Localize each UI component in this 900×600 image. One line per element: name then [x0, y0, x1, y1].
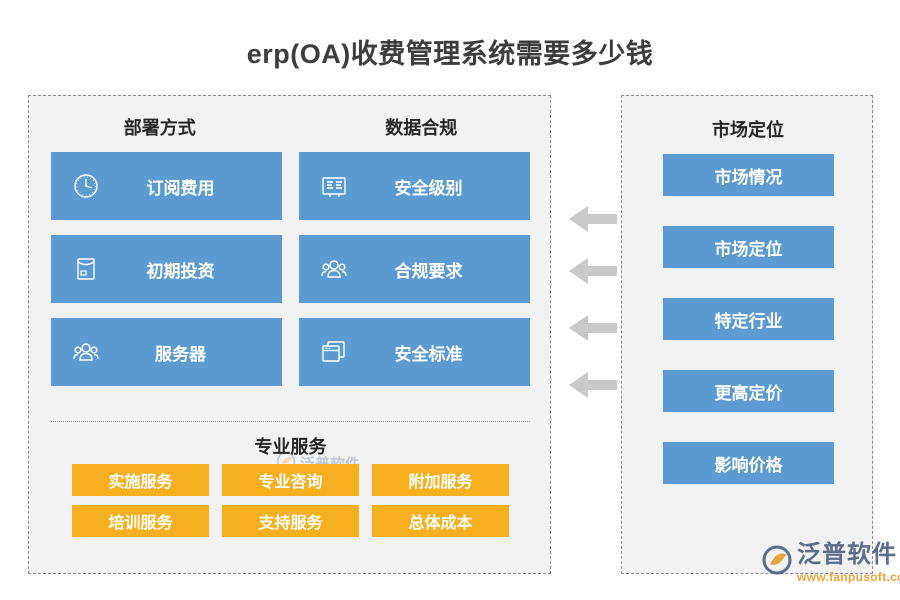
feature-card-server[interactable]: 服务器: [51, 318, 282, 386]
feature-card-compliance-requirement[interactable]: 合规要求: [299, 235, 530, 303]
envelope-icon: [69, 252, 103, 286]
service-tag-consulting[interactable]: 专业咨询: [222, 464, 359, 496]
clock-icon: [69, 169, 103, 203]
feature-card-subscription-fee[interactable]: 订阅费用: [51, 152, 282, 220]
arrow-left-icon: [568, 257, 618, 285]
market-item-price-impact[interactable]: 影响价格: [663, 442, 834, 484]
brand-name: 泛普软件: [797, 541, 897, 568]
service-tag-implementation[interactable]: 实施服务: [72, 464, 209, 496]
feature-card-label: 安全级别: [394, 178, 463, 198]
feature-card-label: 订阅费用: [146, 178, 215, 198]
brand-url: www.fanpusoft.com: [797, 570, 900, 584]
market-item-market-positioning[interactable]: 市场定位: [663, 226, 834, 268]
feature-card-label: 合规要求: [394, 261, 463, 281]
feature-card-label: 初期投资: [146, 261, 215, 281]
people-group-icon: [317, 252, 351, 286]
feature-card-security-standard[interactable]: 安全标准: [299, 318, 530, 386]
left-panel: 部署方式 数据合规 订阅费用: [28, 95, 551, 574]
feature-card-grid: 订阅费用 安全级别: [51, 152, 530, 386]
feature-card-label: 安全标准: [394, 344, 463, 364]
stacked-windows-icon: [317, 335, 351, 369]
market-item-list: 市场情况 市场定位 特定行业 更高定价 影响价格: [663, 154, 834, 484]
market-item-higher-pricing[interactable]: 更高定价: [663, 370, 834, 412]
service-tag-grid: 实施服务 专业咨询 附加服务 培训服务 支持服务 总体成本: [72, 464, 509, 537]
brand-logo: 泛普软件 www.fanpusoft.com: [762, 543, 900, 584]
feature-card-label: 服务器: [155, 344, 206, 364]
arrow-left-icon: [568, 205, 618, 233]
arrow-left-icon: [568, 314, 618, 342]
heading-deployment: 部署方式: [123, 118, 196, 138]
right-panel: 市场定位 市场情况 市场定位 特定行业 更高定价 影响价格: [621, 95, 873, 574]
heading-market-positioning: 市场定位: [712, 120, 784, 140]
market-item-market-situation[interactable]: 市场情况: [663, 154, 834, 196]
service-tag-total-cost[interactable]: 总体成本: [372, 505, 509, 537]
fanpu-mark-icon: [762, 545, 792, 580]
section-divider: [51, 421, 530, 422]
feature-card-security-level[interactable]: 安全级别: [299, 152, 530, 220]
people-group-icon: [69, 335, 103, 369]
market-item-specific-industry[interactable]: 特定行业: [663, 298, 834, 340]
arrow-left-icon: [568, 371, 618, 399]
service-tag-training[interactable]: 培训服务: [72, 505, 209, 537]
heading-data-compliance: 数据合规: [385, 118, 458, 138]
brand-text-block: 泛普软件 www.fanpusoft.com: [797, 541, 900, 585]
left-panel-headings: 部署方式 数据合规: [29, 114, 552, 140]
board-list-icon: [317, 169, 351, 203]
heading-professional-services: 专业服务: [254, 437, 327, 457]
feature-card-initial-investment[interactable]: 初期投资: [51, 235, 282, 303]
page-title: erp(OA)收费管理系统需要多少钱: [246, 39, 654, 69]
service-tag-addon[interactable]: 附加服务: [372, 464, 509, 496]
service-tag-support[interactable]: 支持服务: [222, 505, 359, 537]
